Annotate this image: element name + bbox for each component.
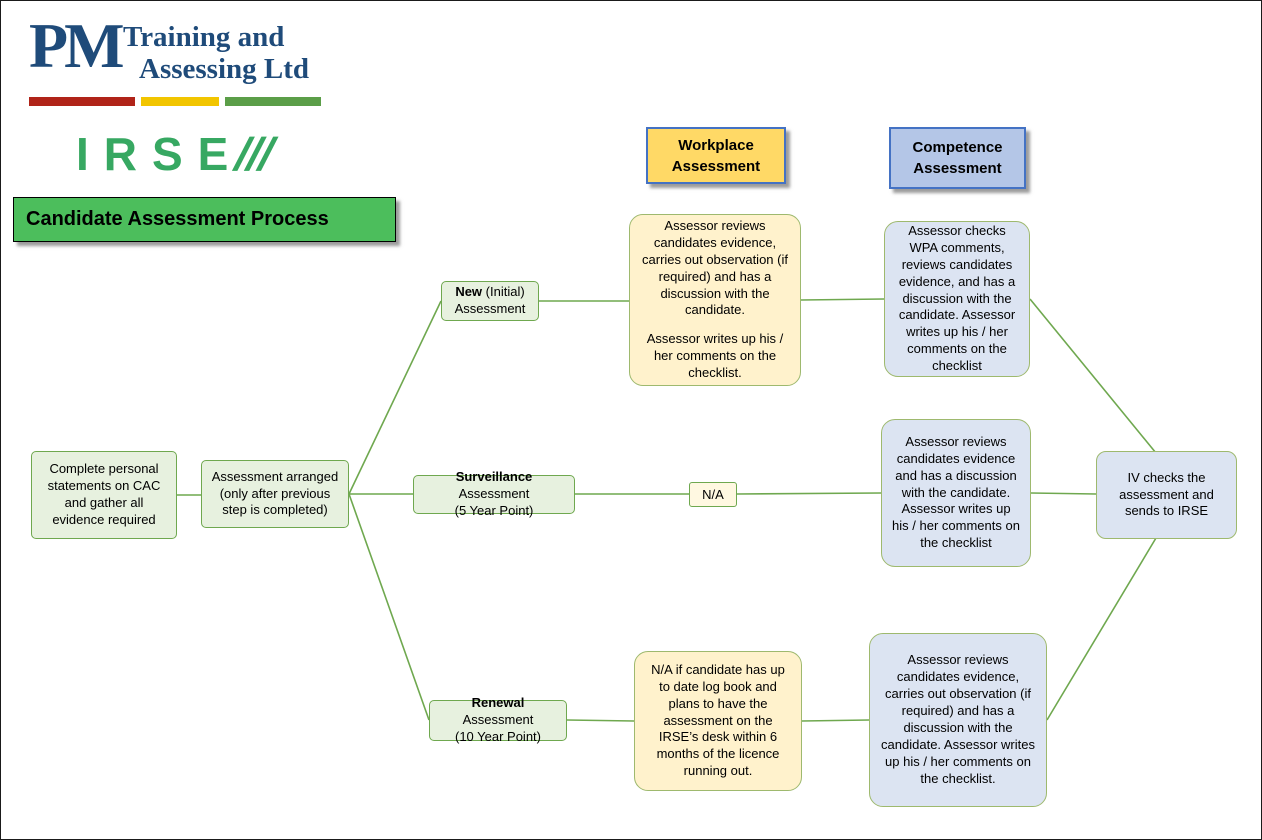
node-new-assessment: New (Initial) Assessment — [441, 281, 539, 321]
wpa-renewal-box: N/A if candidate has up to date log book… — [634, 651, 802, 791]
node-renewal-line1: Renewal Assessment — [462, 695, 534, 728]
header-competence-assessment: Competence Assessment — [889, 127, 1026, 189]
competence-renewal-box: Assessor reviews candidates evidence, ca… — [869, 633, 1047, 807]
competence-surveillance-box: Assessor reviews candidates evidence and… — [881, 419, 1031, 567]
company-name-line2: Assessing Ltd — [139, 53, 310, 86]
node-iv-checks: IV checks the assessment and sends to IR… — [1096, 451, 1237, 539]
irse-logo-letters: IRSE — [76, 128, 244, 180]
node-assessment-arranged: Assessment arranged (only after previous… — [201, 460, 349, 528]
irse-logo: IRSE/// — [76, 127, 281, 181]
logo-bar-red — [29, 97, 135, 106]
logo-bar-green — [225, 97, 321, 106]
wpa-new-paragraph-1: Assessor reviews candidates evidence, ca… — [642, 218, 788, 318]
logo-bar-yellow — [141, 97, 219, 106]
wpa-surveillance-na-box: N/A — [689, 482, 737, 507]
pm-logo-monogram: PM — [29, 10, 124, 81]
node-complete-personal-statements: Complete personal statements on CAC and … — [31, 451, 177, 539]
page-title: Candidate Assessment Process — [13, 197, 396, 242]
header-workplace-assessment: Workplace Assessment — [646, 127, 786, 184]
node-new-line2: Assessment — [454, 301, 526, 316]
company-name: Training and Assessing Ltd — [123, 21, 309, 86]
wpa-new-box: Assessor reviews candidates evidence, ca… — [629, 214, 801, 386]
node-renewal-assessment: Renewal Assessment (10 Year Point) — [429, 695, 567, 744]
competence-new-box: Assessor checks WPA comments, reviews ca… — [884, 221, 1030, 377]
node-surveillance-line1: Surveillance Assessment — [455, 469, 533, 502]
company-name-line1: Training and — [123, 21, 285, 53]
node-surveillance-line2: (5 Year Point) — [454, 502, 534, 518]
node-renewal-line2: (10 Year Point) — [454, 728, 541, 744]
node-surveillance-assessment: Surveillance Assessment (5 Year Point) — [413, 469, 575, 518]
node-new-line1: New (Initial) — [455, 284, 525, 300]
wpa-new-paragraph-2: Assessor writes up his / her comments on… — [646, 331, 784, 381]
